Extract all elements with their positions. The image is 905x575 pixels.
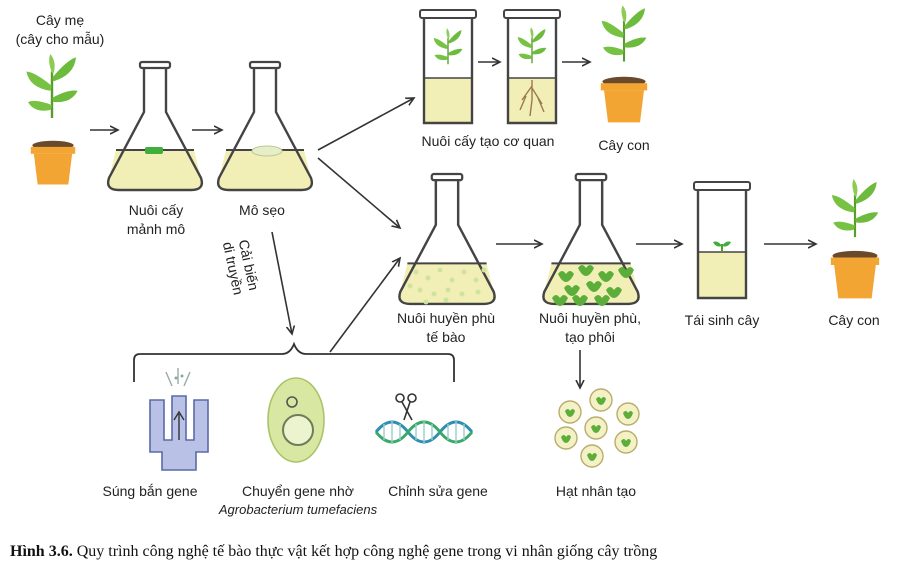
arrow-brace-to-suspension [329,258,400,353]
mother-plant-label-2: (cây cho mẫu) [16,31,105,47]
suspension-label-1: Nuôi huyền phù [397,310,495,326]
regeneration-label: Tái sinh cây [685,312,760,328]
brace [133,341,455,382]
tube-organ-culture-2 [503,9,561,125]
artificial-seed-label: Hạt nhân tạo [556,483,636,499]
mother-plant [25,52,79,185]
caption-prefix: Hình 3.6. [10,543,73,560]
tissue-culture-label-1: Nuôi cấy [129,202,183,218]
tube-regeneration [693,181,751,300]
agrobacterium-icon [267,377,325,463]
genetic-mod-label-group: Cải biến di truyền [220,238,262,296]
arrow-to-organ-culture [317,98,414,151]
agro-transfer-label: Chuyển gene nhờ [242,483,354,499]
plantlet-top [600,4,648,123]
caption-text: Quy trình công nghệ tế bào thực vật kết … [73,543,658,560]
gene-editing-label: Chỉnh sửa gene [388,483,488,499]
arrow-to-suspension [317,157,400,228]
plantlet-top-label: Cây con [598,137,649,153]
suspension-label-2: tế bào [427,329,466,345]
flask-callus [216,60,314,192]
organ-culture-label: Nuôi cấy tạo cơ quan [422,133,555,149]
gene-gun-label: Súng bắn gene [103,483,198,499]
mother-plant-label-1: Cây mẹ [36,12,84,28]
agro-species-label: Agrobacterium tumefaciens [218,502,378,517]
figure-caption: Hình 3.6. Quy trình công nghệ tế bào thự… [10,543,657,560]
gene-gun-icon [149,368,209,471]
embryo-suspension-label-1: Nuôi huyền phù, [539,310,641,326]
tube-organ-culture-1 [419,9,477,125]
flask-suspension [398,172,496,306]
tissue-culture-label-2: mảnh mô [127,221,186,237]
plantlet-bottom-label: Cây con [828,312,879,328]
plantlet-bottom [830,178,880,299]
dna-scissors-icon [374,393,474,444]
embryo-suspension-label-2: tạo phôi [565,329,615,345]
flask-embryo [542,172,640,306]
callus-label: Mô sẹo [239,202,285,218]
arrow-genetic-modification [271,231,292,334]
flask-tissue-culture [106,60,204,192]
artificial-seeds-icon [554,388,640,468]
